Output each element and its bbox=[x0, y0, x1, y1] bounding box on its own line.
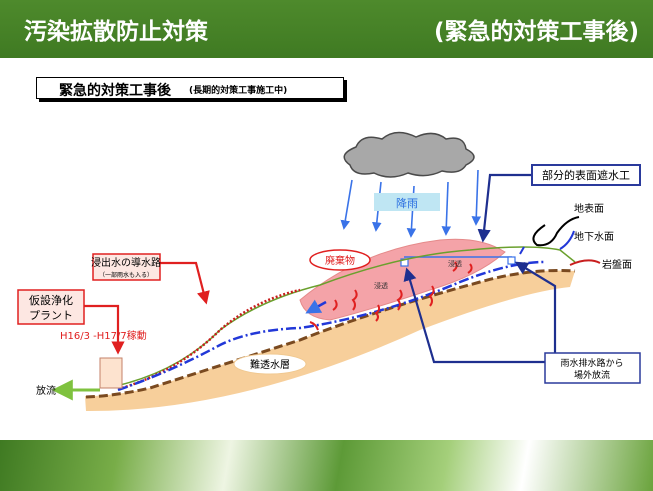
subtitle-main: 緊急的対策工事後 bbox=[59, 83, 171, 99]
bedrock-pointer bbox=[569, 259, 601, 266]
operation-period: H16/3 -H17/7稼動 bbox=[60, 329, 147, 342]
flow-arrow-left bbox=[305, 299, 327, 314]
plant-label-line2: プラント bbox=[29, 309, 73, 322]
partial-cover-label: 部分的表面遮水工 bbox=[542, 168, 630, 182]
ground-surface-label: 地表面 bbox=[574, 202, 604, 215]
waste-label-badge bbox=[309, 249, 371, 271]
soil-body bbox=[85, 270, 575, 412]
header-bar: 汚染拡散防止対策 (緊急的対策工事後) bbox=[0, 0, 653, 58]
drainage-label-line2: 場外放流 bbox=[574, 369, 610, 381]
leachate-channel-label: 浸出水の導水路 bbox=[91, 256, 161, 269]
drainage-box bbox=[544, 352, 641, 384]
discharge-label: 放流 bbox=[36, 384, 56, 397]
partial-cover-box bbox=[531, 164, 641, 186]
rain-label: 降雨 bbox=[396, 196, 418, 210]
surface-pointer bbox=[532, 216, 580, 247]
groundwater-pointer bbox=[559, 230, 575, 250]
leachate-channel-box bbox=[92, 253, 161, 281]
leachate-callout bbox=[84, 261, 210, 355]
decorative-footer bbox=[0, 440, 653, 491]
subtitle-box: 緊急的対策工事後 (長期的対策工事施工中) bbox=[36, 77, 344, 99]
callout-lines bbox=[403, 173, 557, 373]
plant-building bbox=[99, 357, 123, 389]
groundwater-line bbox=[117, 260, 546, 392]
seepage-label-1: 浸透 bbox=[374, 281, 388, 290]
rain-cloud bbox=[343, 131, 475, 178]
leachate-channel-line bbox=[121, 288, 301, 390]
plant-box bbox=[17, 289, 85, 325]
page-title-status: (緊急的対策工事後) bbox=[433, 19, 639, 45]
subtitle-sub: (長期的対策工事施工中) bbox=[189, 86, 288, 96]
flow-tick bbox=[519, 246, 525, 255]
layer-label-badge bbox=[233, 353, 307, 375]
seepage-label-2: 浸透 bbox=[448, 259, 462, 268]
waste-body bbox=[299, 238, 506, 321]
bedrock-line bbox=[85, 268, 576, 399]
impermeable-layer-label: 難透水層 bbox=[250, 358, 290, 371]
groundwater-surface-label: 地下水面 bbox=[574, 230, 614, 243]
rain-label-bg bbox=[374, 193, 440, 211]
page-title: 汚染拡散防止対策 bbox=[24, 19, 208, 45]
plant-label-line1: 仮設浄化 bbox=[29, 293, 73, 307]
leachate-channel-note: （一部雨水も入る） bbox=[99, 271, 153, 279]
drain-pipe-right bbox=[507, 256, 516, 265]
drainage-label-line1: 雨水排水路から bbox=[560, 357, 623, 369]
bedrock-surface-label: 岩盤面 bbox=[602, 258, 632, 271]
waste-label: 廃棄物 bbox=[325, 254, 355, 267]
